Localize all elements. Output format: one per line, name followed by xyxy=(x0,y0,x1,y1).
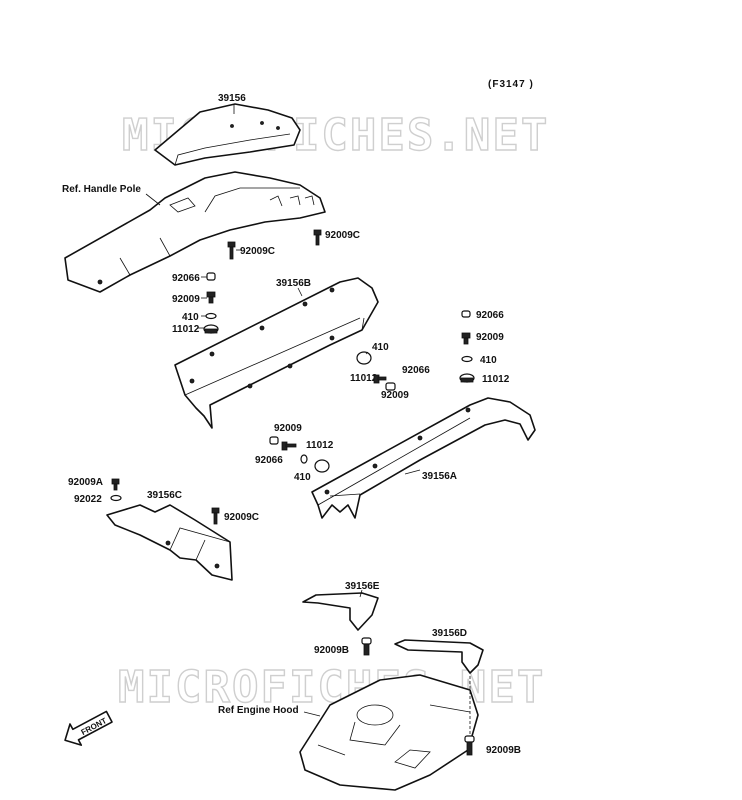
label-39156A: 39156A xyxy=(422,471,457,482)
label-39156: 39156 xyxy=(218,93,246,104)
label-11012-mid: 11012 xyxy=(350,373,378,384)
bolt-92009-mid[interactable] xyxy=(373,374,387,384)
bolt-92009A[interactable] xyxy=(111,478,120,491)
label-92066-right: 92066 xyxy=(476,310,504,321)
bolt-92009B-lower[interactable] xyxy=(464,735,475,756)
bolt-92009B-upper[interactable] xyxy=(361,637,372,656)
grommet-11012-lower[interactable] xyxy=(314,459,330,473)
label-39156B: 39156B xyxy=(276,278,311,289)
nut-92066-mid[interactable] xyxy=(385,382,396,391)
part-39156D-cover[interactable] xyxy=(394,639,484,674)
washer-92022[interactable] xyxy=(110,494,122,502)
nut-92066-left[interactable] xyxy=(206,272,216,281)
ref-engine-hood: Ref Engine Hood xyxy=(218,705,299,716)
part-39156-cover[interactable] xyxy=(154,103,301,166)
grommet-11012-mid[interactable] xyxy=(356,351,372,365)
label-39156D: 39156D xyxy=(432,628,467,639)
part-39156C-bracket[interactable] xyxy=(106,504,233,581)
label-92066-lower: 92066 xyxy=(255,455,283,466)
washer-410-left[interactable] xyxy=(205,312,217,320)
label-410-left: 410 xyxy=(182,312,199,323)
front-arrow-icon: FRONT xyxy=(64,710,113,746)
label-11012-right: 11012 xyxy=(482,374,510,385)
diagram-code: (F3147 ) xyxy=(488,79,534,90)
part-engine-hood[interactable] xyxy=(299,674,479,791)
grommet-11012-left[interactable] xyxy=(203,324,219,334)
nut-92066-right[interactable] xyxy=(461,310,471,318)
label-92009B-upper: 92009B xyxy=(314,645,349,656)
label-92009-lower: 92009 xyxy=(274,423,302,434)
label-410-mid: 410 xyxy=(372,342,389,353)
label-39156E: 39156E xyxy=(345,581,380,592)
bolt-92009-right[interactable] xyxy=(461,332,471,345)
label-92066-left: 92066 xyxy=(172,273,200,284)
label-92009B-lower: 92009B xyxy=(486,745,521,756)
label-92009-left: 92009 xyxy=(172,294,200,305)
part-39156A-cover[interactable] xyxy=(311,397,536,519)
bolt-92009-lower[interactable] xyxy=(281,441,297,451)
grommet-11012-right[interactable] xyxy=(459,373,475,383)
part-handle-pole[interactable] xyxy=(64,171,326,293)
part-39156B-cover[interactable] xyxy=(174,277,379,429)
label-410-lower: 410 xyxy=(294,472,311,483)
bolt-92009C-right[interactable] xyxy=(313,229,322,246)
label-92009A: 92009A xyxy=(68,477,103,488)
bolt-92009C-bracket[interactable] xyxy=(211,507,220,525)
part-39156E-cover[interactable] xyxy=(302,592,379,631)
label-92009C-right: 92009C xyxy=(325,230,360,241)
label-11012-lower: 11012 xyxy=(306,440,334,451)
washer-410-lower[interactable] xyxy=(300,454,308,464)
label-39156C: 39156C xyxy=(147,490,182,501)
washer-410-right[interactable] xyxy=(461,355,473,363)
label-92009C-left: 92009C xyxy=(240,246,275,257)
label-410-right: 410 xyxy=(480,355,497,366)
label-92009C-bracket: 92009C xyxy=(224,512,259,523)
label-92022: 92022 xyxy=(74,494,102,505)
label-11012-left: 11012 xyxy=(172,324,200,335)
label-92066-mid: 92066 xyxy=(402,365,430,376)
bolt-92009-left[interactable] xyxy=(206,291,216,304)
ref-handle-pole: Ref. Handle Pole xyxy=(62,184,141,195)
label-92009-mid: 92009 xyxy=(381,390,409,401)
bolt-92009C-left[interactable] xyxy=(227,241,236,260)
label-92009-right: 92009 xyxy=(476,332,504,343)
nut-92066-lower[interactable] xyxy=(269,436,279,445)
